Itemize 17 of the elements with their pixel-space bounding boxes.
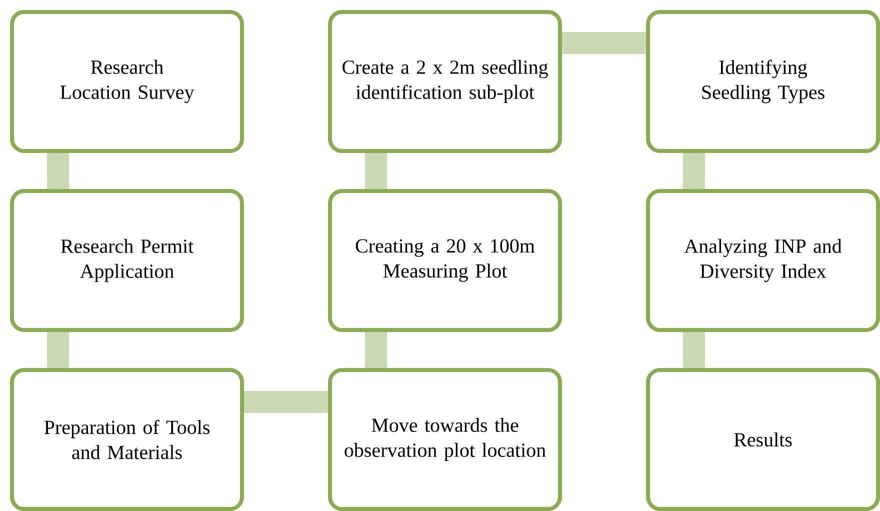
process-box: Identifying Seedling Types (646, 10, 880, 153)
process-box: Create a 2 x 2m seedling identification sub-plot (328, 10, 562, 153)
process-box: Research Location Survey (10, 10, 244, 153)
process-box: Creating a 20 x 100m Measuring Plot (328, 189, 562, 332)
connector-bar (365, 153, 387, 189)
connector-bar (365, 332, 387, 368)
process-box: Preparation of Tools and Materials (10, 368, 244, 511)
process-box: Move towards the observation plot location (328, 368, 562, 511)
connector-bar (47, 153, 69, 189)
connector-bar (683, 153, 705, 189)
process-box: Analyzing INP and Diversity Index (646, 189, 880, 332)
connector-bar (47, 332, 69, 368)
process-box: Research Permit Application (10, 189, 244, 332)
connector-bar (562, 32, 646, 54)
process-box: Results (646, 368, 880, 511)
connector-bar (244, 391, 328, 413)
connector-bar (683, 332, 705, 368)
